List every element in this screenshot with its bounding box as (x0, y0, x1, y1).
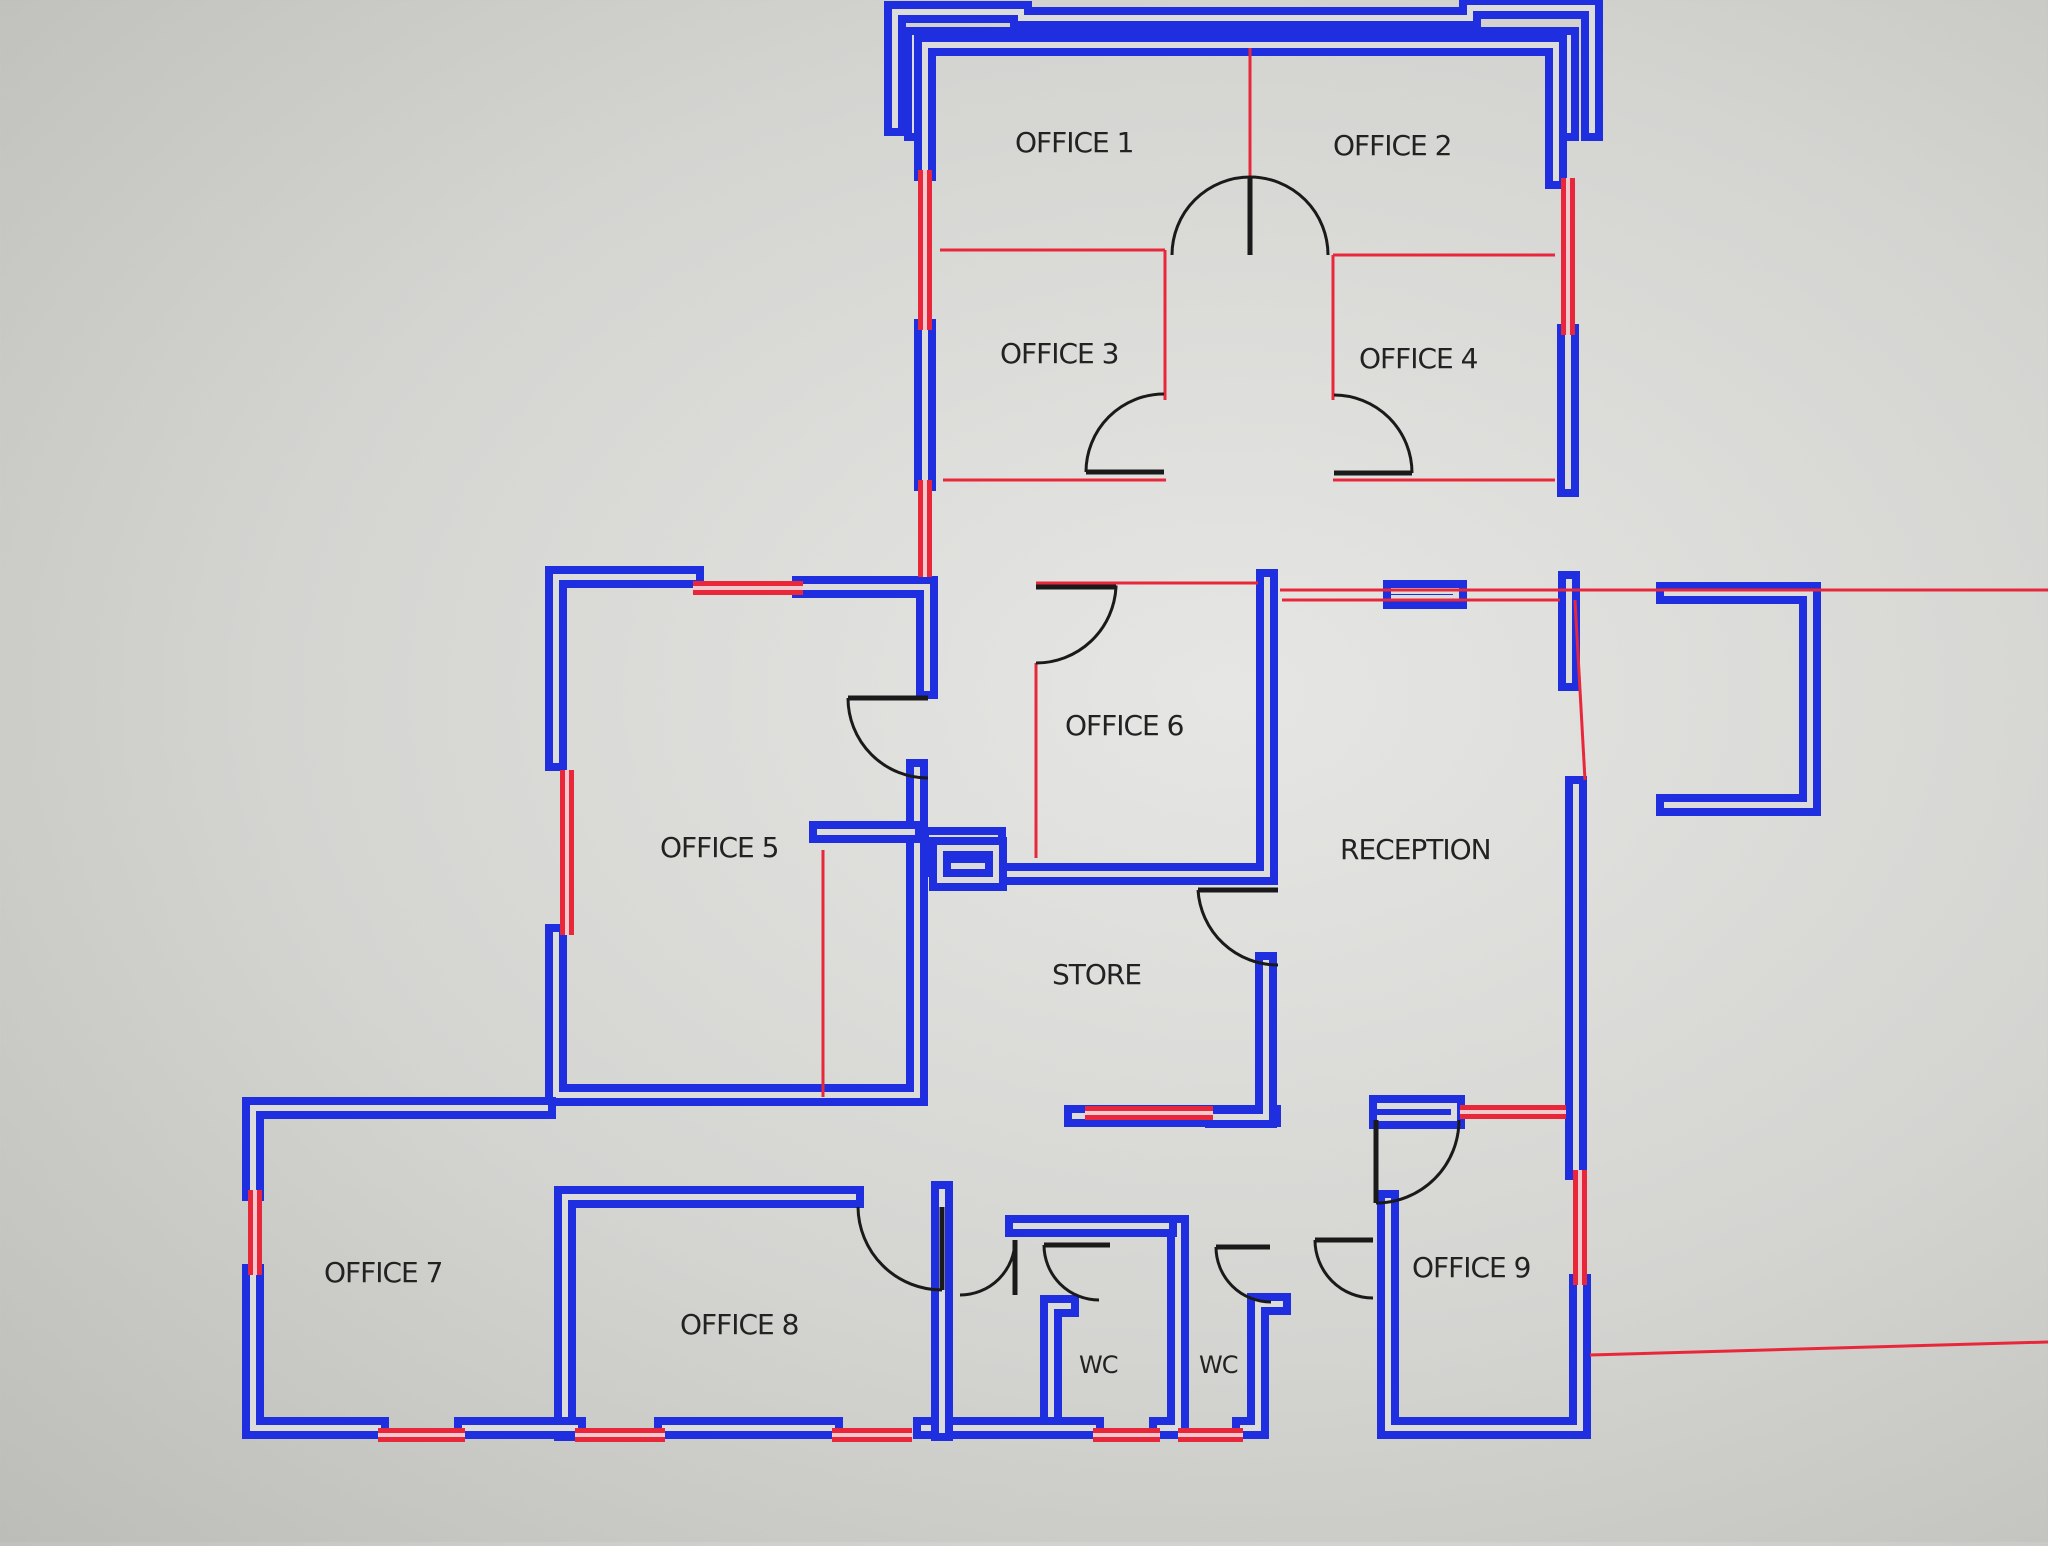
door-swing-arc (1196, 889, 1279, 967)
room-label-office-3: OFFICE 3 (1000, 337, 1118, 370)
partition-line (1573, 599, 1587, 781)
room-label-office-9: OFFICE 9 (1412, 1251, 1530, 1284)
room-label-office-1: OFFICE 1 (1015, 126, 1133, 159)
room-label-wc-1: WC (1079, 1351, 1118, 1379)
wall-outline (792, 576, 938, 699)
room-label-office-7: OFFICE 7 (324, 1256, 442, 1289)
partitions (821, 48, 2048, 1357)
wall-core (1385, 1198, 1583, 1431)
wall-outline (1232, 1293, 1291, 1439)
wall-core (553, 574, 696, 763)
room-label-wc-2: WC (1199, 1351, 1238, 1379)
room-label-office-4: OFFICE 4 (1359, 342, 1478, 375)
wall-outline (1656, 582, 1821, 816)
walls (242, 0, 1821, 1441)
wall-outline (884, 0, 1603, 141)
door-swing-arc (1375, 1119, 1461, 1205)
room-labels: OFFICE 1 OFFICE 2 OFFICE 3 OFFICE 4 OFFI… (324, 126, 1531, 1379)
door-swing-arc (1333, 393, 1414, 474)
wall-core (553, 767, 920, 1098)
door-swing-arc (1084, 392, 1165, 473)
partition-line (1589, 1340, 2048, 1357)
wall-core (1377, 1103, 1457, 1121)
room-label-reception: RECEPTION (1340, 833, 1491, 866)
wall-outline (242, 1264, 389, 1439)
wall-outline (1377, 1190, 1591, 1439)
wall-core (250, 1105, 548, 1193)
wall-outline (545, 566, 704, 771)
wall-core (562, 1194, 856, 1433)
windows (248, 170, 1587, 1442)
wall-core (937, 845, 999, 883)
room-label-store: STORE (1052, 958, 1141, 991)
door-swing-arc (959, 1239, 1017, 1297)
wall-core (250, 1272, 381, 1431)
door-swing-arc (846, 697, 929, 780)
door-swing-arc (1035, 585, 1118, 665)
doors (846, 175, 1461, 1304)
door-swing-arc (1313, 1239, 1374, 1300)
wall-core (1664, 590, 1813, 808)
door-swing-arc (1170, 175, 1251, 256)
wall-core (800, 584, 930, 691)
wall-outline (242, 1097, 556, 1201)
room-label-office-6: OFFICE 6 (1065, 709, 1184, 742)
door-swing-arc (1214, 1246, 1272, 1304)
wall-core (1213, 960, 1269, 1120)
wall-core (922, 42, 1559, 181)
door-swing-arc (1042, 1244, 1100, 1302)
door-swing-arc (1249, 175, 1330, 256)
wall-core (892, 5, 1595, 133)
wall-outline (545, 759, 928, 1106)
wall-core (1240, 1301, 1283, 1431)
wall-outline (1205, 952, 1277, 1128)
room-label-office-2: OFFICE 2 (1333, 129, 1451, 162)
room-label-office-5: OFFICE 5 (660, 831, 778, 864)
door-swing-arc (856, 1206, 943, 1292)
room-label-office-8: OFFICE 8 (680, 1308, 798, 1341)
